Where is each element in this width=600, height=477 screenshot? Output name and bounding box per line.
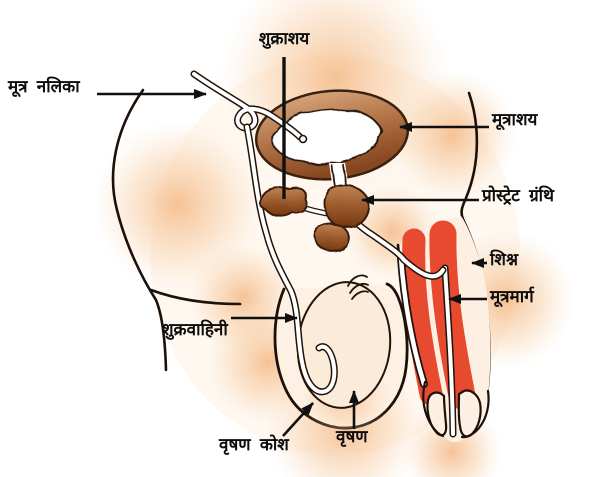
leader-scrotum bbox=[282, 402, 314, 437]
label-urinary-bladder: मूत्राशय bbox=[492, 110, 538, 129]
seminal-vesicle-shape bbox=[258, 186, 308, 217]
label-urinary-duct: मूत्र नलिका bbox=[8, 77, 80, 96]
urethra-channel bbox=[441, 264, 457, 438]
ureter-tube bbox=[190, 70, 308, 144]
label-vas-deferens: शुक्रवाहिनी bbox=[162, 320, 228, 339]
glands bbox=[258, 184, 370, 252]
epididymis-coils bbox=[347, 274, 369, 300]
label-scrotum: वृषण कोश bbox=[219, 435, 289, 454]
label-prostate-gland: प्रोस्ट्रेट ग्रंथि bbox=[482, 186, 554, 205]
cowpers-gland-shape bbox=[313, 223, 350, 252]
prostate-shape bbox=[323, 184, 370, 229]
buttock-outline bbox=[111, 88, 168, 372]
erectile-body-left bbox=[402, 228, 443, 406]
label-seminal-vesicle: शुक्राशय bbox=[258, 29, 310, 48]
label-testis: वृषण bbox=[336, 427, 368, 446]
label-urethra: मूत्रमार्ग bbox=[490, 287, 534, 306]
vas-deferens-tube bbox=[243, 123, 338, 396]
penile-urethra-band bbox=[397, 254, 428, 388]
penis-tip-foreskin bbox=[422, 380, 490, 439]
label-penis: शिश्न bbox=[490, 250, 518, 269]
groin-fold-line bbox=[149, 288, 242, 306]
bladder-shape bbox=[254, 89, 410, 181]
leader-lines bbox=[97, 57, 489, 437]
